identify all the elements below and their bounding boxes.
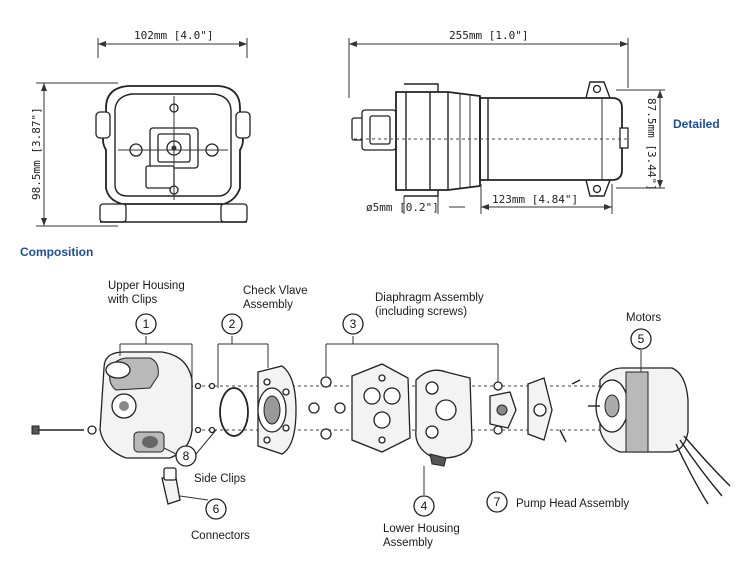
callout-3: 3 Diaphragm Assembly (including screws) (325, 292, 499, 382)
part-label-6: Connectors (191, 530, 250, 542)
part-label-1: Upper Housing with Clips (107, 280, 188, 306)
callout-5: 5 Motors (626, 312, 661, 372)
part-number-1: 1 (143, 317, 150, 331)
diaphragm-plate (351, 363, 411, 453)
detailed-heading: Detailed (673, 117, 720, 131)
callout-2: 2 Check Vlave Assembly (217, 285, 311, 388)
front-width-dimension: 102mm [4.0"] (134, 29, 213, 42)
part-label-3: Diaphragm Assembly (including screws) (375, 292, 487, 318)
callout-7: 7 Pump Head Assembly (486, 491, 629, 513)
exploded-view (31, 351, 731, 505)
side-length-dimension: 255mm [1.0"] (449, 29, 528, 42)
front-view: 102mm [4.0"] 98.5mm [3.87"] (30, 29, 251, 227)
side-height-dimension: 87.5mm [3.44"] (645, 98, 658, 191)
callout-4: 4 Lower Housing Assembly (383, 466, 463, 549)
part-label-5: Motors (626, 312, 661, 324)
part-number-8: 8 (183, 449, 190, 463)
side-view: 255mm [1.0"] 87.5mm [3.44"] (348, 29, 665, 214)
part-label-8: Side Clips (194, 473, 246, 485)
part-label-7: Pump Head Assembly (516, 498, 629, 510)
callout-8: 8 Side Clips (163, 429, 246, 485)
part-number-2: 2 (229, 317, 236, 331)
part-number-7: 7 (494, 495, 501, 509)
part-label-2: Check Vlave Assembly (243, 285, 311, 311)
callout-6: 6 Connectors (179, 495, 250, 542)
composition-heading: Composition (20, 245, 93, 259)
front-height-dimension: 98.5mm [3.87"] (30, 107, 43, 200)
part-label-4: Lower Housing Assembly (383, 523, 463, 549)
motor-length-dimension: 123mm [4.84"] (492, 193, 578, 206)
part-number-6: 6 (213, 502, 220, 516)
part-number-3: 3 (350, 317, 357, 331)
callout-1: 1 Upper Housing with Clips (107, 280, 193, 380)
part-number-4: 4 (421, 499, 428, 513)
part-number-5: 5 (638, 332, 645, 346)
hole-dimension: ø5mm [0.2"] (366, 201, 439, 214)
